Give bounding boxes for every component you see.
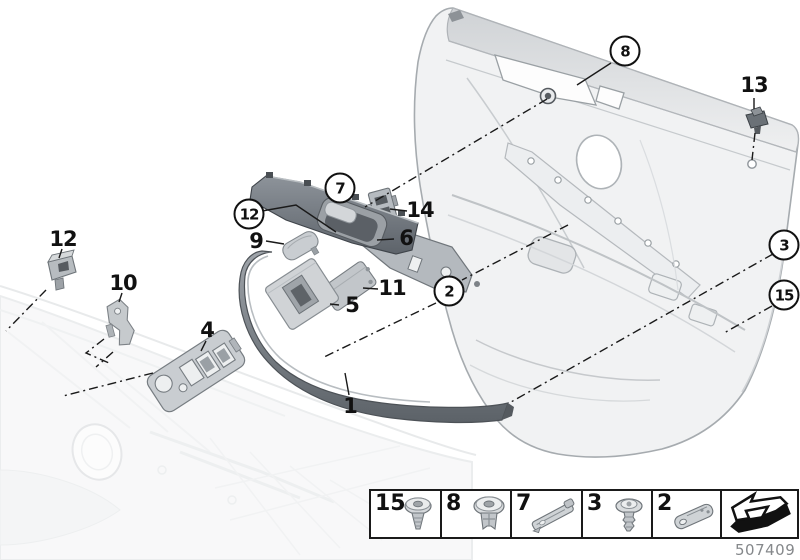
switch-panel-frame-part [146,329,246,413]
callout-11-plain[interactable]: 11 [378,276,406,300]
callout-7-circle[interactable]: 7 [324,172,356,204]
legend-label-7: 7 [516,491,532,516]
callout-14-plain[interactable]: 14 [406,198,434,222]
handle-trim-7-part [249,172,419,255]
callout-3-circle[interactable]: 3 [768,229,800,261]
callout-4-plain[interactable]: 4 [200,318,215,342]
leader-lines [5,62,774,403]
clip-12-part [47,249,77,291]
callout-12-plain[interactable]: 12 [49,227,77,251]
callout-9-plain[interactable]: 9 [249,229,264,253]
clip-13-part [745,106,769,134]
push-rivet-icon [404,497,432,530]
legend-item-15[interactable]: 15 [371,491,442,537]
legend-label-8: 8 [446,491,462,516]
diagram-number: 507409 [735,541,796,559]
legend-item-8[interactable]: 8 [442,491,512,537]
callout-15-circle[interactable]: 15 [768,279,800,311]
legend-label-15: 15 [375,491,406,516]
callout-13-plain[interactable]: 13 [740,73,768,97]
expanding-rivet-icon [473,496,505,531]
fastener-legend: 15 8 7 3 [369,489,799,539]
callout-8-circle[interactable]: 8 [609,35,641,67]
callout-5-plain[interactable]: 5 [345,293,360,317]
trim-rail-clip-icon [531,498,575,534]
direction-of-travel-arrow-icon [730,491,791,533]
legend-item-2[interactable]: 2 [653,491,722,537]
bracket-10-part [105,298,135,346]
callout-12-circle[interactable]: 12 [233,198,265,230]
legend-label-2: 2 [657,491,673,516]
legend-item-7[interactable]: 7 [512,491,583,537]
legend-item-3[interactable]: 3 [583,491,653,537]
switch-surround-5-part [264,258,340,330]
torx-screw-icon [615,498,643,532]
legend-item-direction [722,491,797,537]
faded-door-frame-art [0,285,477,560]
spring-clip-icon [674,503,714,530]
callout-2-circle[interactable]: 2 [433,275,465,307]
callout-10-plain[interactable]: 10 [109,271,137,295]
cap-9-part [282,231,320,261]
legend-label-3: 3 [587,491,603,516]
callout-6-plain[interactable]: 6 [399,226,414,250]
callout-1-plain[interactable]: 1 [343,394,358,418]
armrest-trim-part [238,250,514,424]
